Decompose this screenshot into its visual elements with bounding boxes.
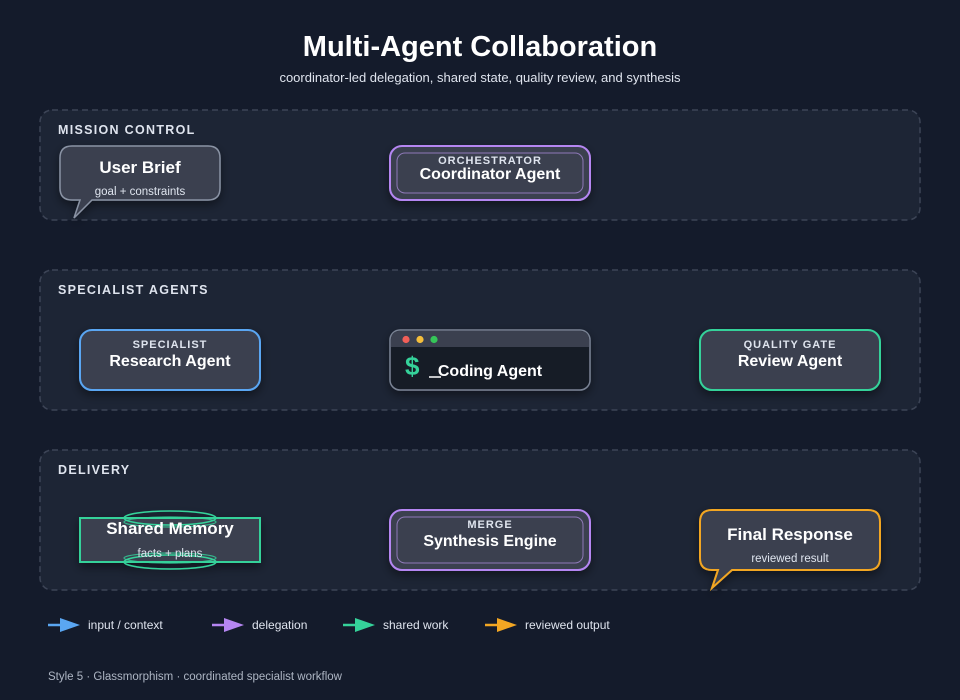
arrow-icon bbox=[224, 618, 244, 632]
diagram-subtitle: coordinator-led delegation, shared state… bbox=[279, 70, 681, 85]
node-tag: ORCHESTRATOR bbox=[438, 155, 542, 167]
terminal-prompt-icon: $ bbox=[405, 351, 420, 381]
legend-label: reviewed output bbox=[525, 618, 610, 632]
node-review-agent[interactable]: QUALITY GATE Review Agent bbox=[699, 329, 881, 391]
node-tag: SPECIALIST bbox=[133, 339, 208, 351]
node-coding-agent[interactable]: $ Coding Agent bbox=[389, 329, 591, 391]
arrow-icon bbox=[497, 618, 517, 632]
node-title: Review Agent bbox=[738, 353, 843, 370]
node-title: Shared Memory bbox=[106, 519, 234, 538]
legend-item-delegation: delegation bbox=[212, 618, 307, 632]
node-title: Coordinator Agent bbox=[420, 166, 561, 183]
database-top-ring bbox=[123, 510, 217, 526]
lane-label: MISSION CONTROL bbox=[58, 123, 196, 137]
database-bottom-ring bbox=[123, 554, 217, 570]
arrow-icon bbox=[60, 618, 80, 632]
window-maximize-dot bbox=[430, 335, 438, 344]
footer-caption: Style 5 · Glassmorphism · coordinated sp… bbox=[48, 671, 343, 683]
node-title: User Brief bbox=[99, 158, 181, 177]
lane-label: SPECIALIST AGENTS bbox=[58, 283, 209, 297]
node-synthesis-engine[interactable]: MERGE Synthesis Engine bbox=[389, 509, 591, 571]
node-tag: QUALITY GATE bbox=[744, 339, 837, 351]
node-title: Coding Agent bbox=[438, 363, 543, 380]
legend-label: shared work bbox=[383, 618, 449, 632]
legend-item-shared-work: shared work bbox=[343, 618, 449, 632]
node-research-agent[interactable]: SPECIALIST Research Agent bbox=[79, 329, 261, 391]
node-final-response[interactable]: Final Response reviewed result bbox=[699, 509, 881, 592]
node-title: Research Agent bbox=[109, 353, 231, 370]
legend: input / context delegation shared work r… bbox=[48, 618, 610, 632]
node-shared-memory[interactable]: Shared Memory facts + plans bbox=[79, 510, 261, 570]
database-bottom-ring-inner bbox=[123, 552, 217, 564]
node-tag: MERGE bbox=[467, 519, 512, 531]
window-minimize-dot bbox=[416, 335, 424, 344]
node-subtitle: goal + constraints bbox=[95, 186, 186, 198]
legend-item-input-context: input / context bbox=[48, 618, 163, 632]
diagram-title: Multi-Agent Collaboration bbox=[303, 31, 657, 63]
node-user-brief[interactable]: User Brief goal + constraints bbox=[59, 145, 221, 219]
legend-label: delegation bbox=[252, 618, 307, 632]
legend-label: input / context bbox=[88, 618, 163, 632]
node-subtitle: reviewed result bbox=[751, 553, 829, 565]
node-title: Final Response bbox=[727, 525, 853, 544]
legend-item-reviewed-output: reviewed output bbox=[485, 618, 610, 632]
node-title: Synthesis Engine bbox=[423, 533, 556, 550]
lane-label: DELIVERY bbox=[58, 463, 130, 477]
window-close-dot bbox=[402, 335, 410, 344]
node-subtitle: facts + plans bbox=[138, 548, 203, 560]
arrow-icon bbox=[355, 618, 375, 632]
database-top-ring-inner bbox=[123, 516, 217, 528]
node-coordinator-agent[interactable]: ORCHESTRATOR Coordinator Agent bbox=[389, 145, 591, 201]
